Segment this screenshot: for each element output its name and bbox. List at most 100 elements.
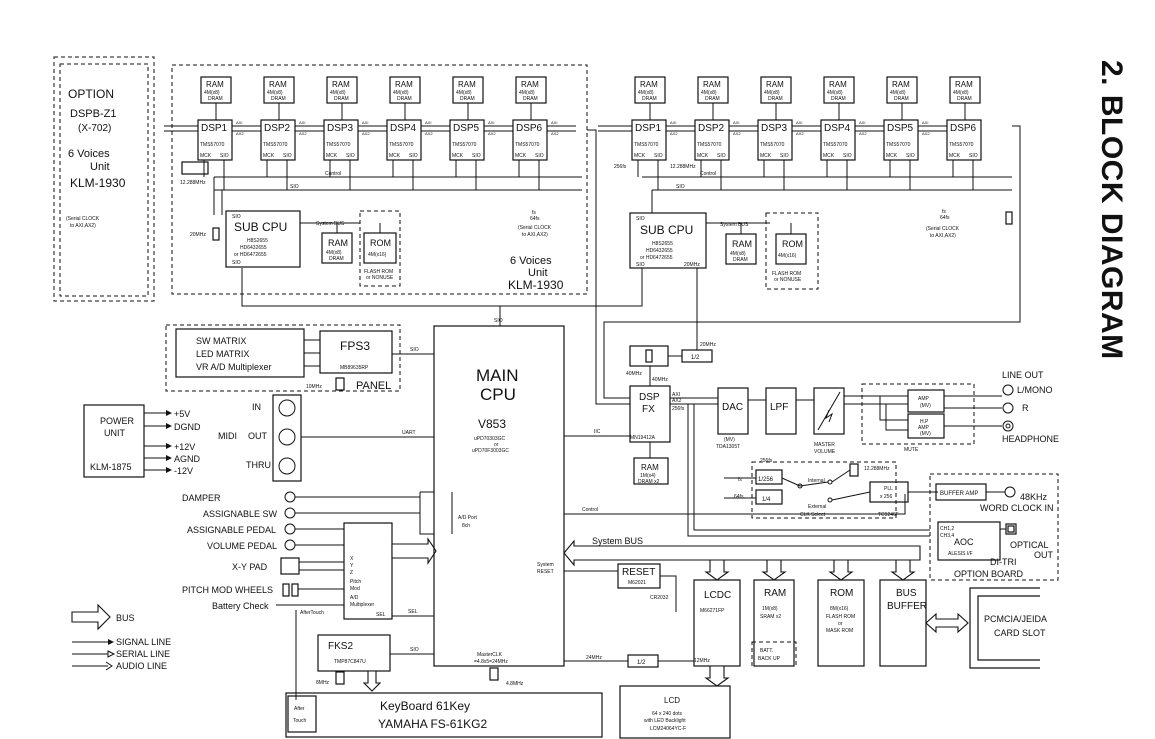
dsp-label: DSP6 — [950, 123, 977, 134]
svg-text:H8S2655: H8S2655 — [652, 241, 673, 247]
svg-text:SIO: SIO — [636, 262, 645, 268]
power-unit: POWER UNIT KLM-1875 — [83, 404, 145, 478]
svg-text:HD6432655: HD6432655 — [240, 245, 267, 251]
svg-text:AX2: AX2 — [859, 131, 867, 136]
svg-text:OUT: OUT — [248, 431, 268, 441]
svg-text:RAM: RAM — [641, 463, 659, 472]
dsp-chip — [883, 119, 919, 161]
svg-text:48KHz: 48KHz — [1020, 492, 1048, 502]
svg-text:RESET: RESET — [622, 567, 655, 578]
power-output: DGND — [174, 422, 201, 432]
dsp-chip — [694, 119, 730, 161]
svg-text:SUB CPU: SUB CPU — [640, 223, 693, 237]
page-title: 2. BLOCK DIAGRAM — [1095, 60, 1128, 360]
svg-text:KeyBoard 61Key: KeyBoard 61Key — [380, 699, 470, 713]
svg-text:TMS57070: TMS57070 — [326, 142, 351, 148]
svg-text:40MHz: 40MHz — [626, 371, 642, 377]
svg-text:VOLUME: VOLUME — [814, 449, 836, 455]
dsp-label: DSP1 — [201, 123, 228, 134]
reset: RESET M62021 CR2032 — [564, 563, 677, 612]
svg-text:AX2: AX2 — [922, 131, 930, 136]
svg-text:SIO: SIO — [409, 153, 418, 159]
dsp-label: DSP2 — [698, 123, 725, 134]
svg-text:AXI: AXI — [859, 120, 865, 125]
svg-text:to AXI,AX2): to AXI,AX2) — [522, 232, 548, 238]
svg-text:SIO: SIO — [410, 347, 419, 353]
svg-text:ALESIS I/F: ALESIS I/F — [948, 551, 973, 557]
svg-text:LCM24064YC-F: LCM24064YC-F — [650, 726, 686, 732]
svg-text:AX2: AX2 — [425, 131, 433, 136]
svg-text:MCK: MCK — [200, 153, 212, 159]
svg-text:MCK: MCK — [949, 153, 961, 159]
svg-text:4M(x8): 4M(x8) — [519, 90, 535, 96]
svg-text:12.288MHz: 12.288MHz — [670, 164, 696, 170]
svg-text:SIO: SIO — [232, 260, 241, 266]
svg-text:DRAM x2: DRAM x2 — [638, 479, 660, 485]
svg-text:FPS3: FPS3 — [340, 339, 370, 353]
svg-text:MIDI: MIDI — [218, 431, 237, 441]
svg-text:8MHz: 8MHz — [316, 680, 330, 686]
svg-text:fs: fs — [738, 477, 742, 483]
option-voices: 6 Voices — [68, 148, 110, 160]
sio-link-1 — [241, 268, 501, 326]
svg-text:SIO: SIO — [717, 153, 726, 159]
svg-text:AXI: AXI — [922, 120, 928, 125]
dsp-label: DSP1 — [635, 123, 662, 134]
svg-text:(MV): (MV) — [920, 431, 931, 437]
svg-text:System: System — [537, 562, 554, 568]
svg-text:DSP: DSP — [639, 392, 660, 403]
ad-multiplexer: Pitch Mod A/D Multiplexer SEL X Y Z Afte… — [295, 491, 437, 700]
dram-label: RAM — [332, 80, 350, 89]
dsp-label: DSP2 — [264, 123, 291, 134]
svg-text:DRAM: DRAM — [894, 96, 909, 102]
svg-text:DRAM: DRAM — [397, 96, 412, 102]
svg-text:8ch: 8ch — [462, 523, 470, 529]
svg-text:SIO: SIO — [676, 184, 685, 190]
svg-text:SEL: SEL — [376, 612, 386, 618]
dsp-label: DSP3 — [761, 123, 788, 134]
unit1-control-bus: Control SIO 12.288MHz fs 64fs (Serial CL… — [180, 161, 582, 238]
svg-text:1M(x4): 1M(x4) — [640, 473, 656, 479]
svg-text:WORD CLOCK IN: WORD CLOCK IN — [980, 503, 1054, 513]
svg-text:TMS57070: TMS57070 — [263, 142, 288, 148]
clock-select: 1/256 1/4 Internal External CLK Select 1… — [724, 458, 938, 519]
svg-text:TMS57070: TMS57070 — [634, 142, 659, 148]
unit1-model: KLM-1930 — [508, 278, 564, 292]
dram-label: RAM — [829, 80, 847, 89]
svg-text:LINE OUT: LINE OUT — [1002, 370, 1044, 380]
svg-text:Pitch: Pitch — [350, 579, 361, 585]
svg-text:BATT.: BATT. — [760, 648, 773, 654]
svg-text:System BUS: System BUS — [720, 222, 749, 228]
input-label: PITCH MOD WHEELS — [182, 585, 273, 595]
svg-text:4M(x8): 4M(x8) — [953, 90, 969, 96]
svg-text:Internal: Internal — [808, 478, 825, 484]
dram-label: RAM — [640, 80, 658, 89]
dsp-chip — [197, 119, 233, 161]
svg-text:DRAM: DRAM — [271, 96, 286, 102]
svg-text:BUFFER AMP: BUFFER AMP — [940, 491, 978, 497]
svg-text:TMS57070: TMS57070 — [389, 142, 414, 148]
svg-text:SIO: SIO — [220, 153, 229, 159]
svg-text:RAM: RAM — [732, 239, 752, 249]
svg-text:SIO: SIO — [494, 318, 503, 324]
svg-text:4M(x8): 4M(x8) — [326, 250, 342, 256]
svg-text:TMS57070: TMS57070 — [515, 142, 540, 148]
svg-text:DI-TRI: DI-TRI — [990, 557, 1017, 567]
svg-text:SIO: SIO — [535, 153, 544, 159]
svg-text:SERIAL LINE: SERIAL LINE — [116, 649, 170, 659]
svg-text:uPD70303GC: uPD70303GC — [474, 436, 506, 442]
svg-text:fs: fs — [532, 210, 536, 216]
svg-text:AUDIO LINE: AUDIO LINE — [116, 661, 167, 671]
sub-cpu-2: SUB CPU H8S2655 HD6432655 or HD6472655 S… — [629, 212, 819, 290]
dram-label: RAM — [766, 80, 784, 89]
svg-text:Y: Y — [350, 563, 354, 569]
dsp-label: DSP4 — [390, 123, 417, 134]
svg-text:MASK ROM: MASK ROM — [826, 628, 853, 634]
svg-text:PANEL: PANEL — [356, 380, 391, 392]
svg-text:Control: Control — [582, 507, 598, 513]
svg-text:MCK: MCK — [452, 153, 464, 159]
svg-text:MCK: MCK — [697, 153, 709, 159]
pcmcia-slot: PCMCIA/JEIDA CARD SLOT — [969, 587, 1047, 669]
